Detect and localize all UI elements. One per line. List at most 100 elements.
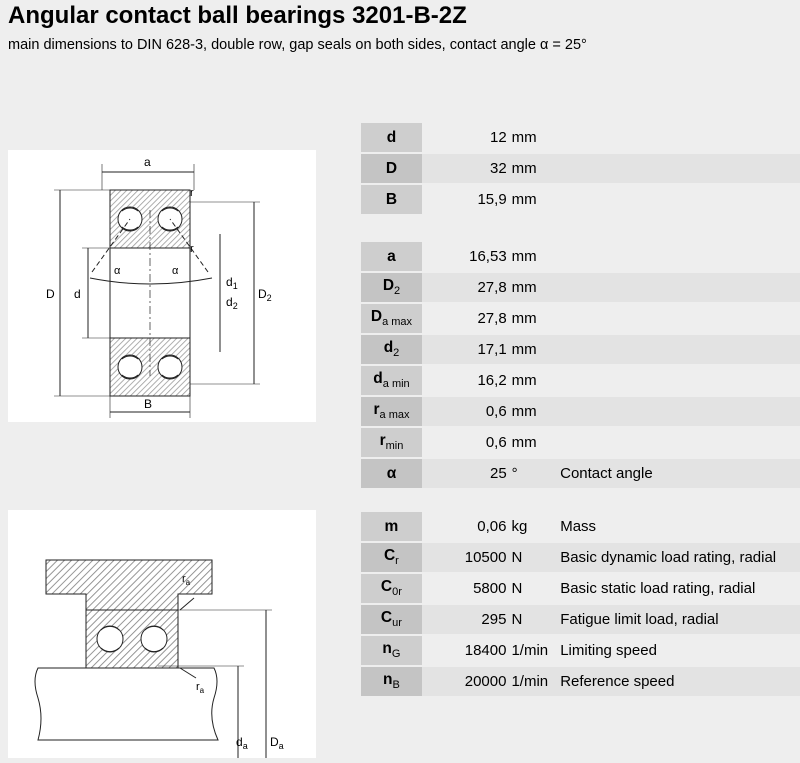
description-cell: [556, 185, 800, 214]
bearing-dimension-drawing: a r r α α D d d1 d2 D2 B: [8, 150, 316, 422]
symbol-subscript: a max: [382, 316, 413, 329]
value-cell: 18400: [464, 642, 507, 659]
description-cell: [556, 242, 800, 271]
symbol-cell: Cur: [361, 605, 422, 634]
description-cell: [556, 397, 800, 426]
symbol: C: [383, 547, 396, 565]
symbol: d: [383, 339, 394, 357]
label-B: B: [144, 397, 152, 411]
value-cell: 295: [421, 605, 512, 634]
symbol-subscript: 0r: [392, 586, 402, 599]
label-d1: d1: [226, 275, 238, 291]
symbol-subscript: B: [392, 679, 400, 692]
label-ra-top: ra: [182, 573, 191, 587]
symbol: n: [382, 640, 392, 658]
label-a: a: [144, 155, 151, 169]
description-cell: Mass: [560, 518, 597, 535]
label-D2: D2: [258, 287, 272, 303]
description-cell: Contact angle: [556, 459, 800, 488]
value-cell: 15,9: [477, 191, 507, 208]
symbol: B: [385, 190, 398, 208]
symbol: d: [373, 370, 383, 388]
value-cell: 12: [489, 129, 507, 146]
symbol: D: [385, 159, 398, 177]
description-cell: [556, 154, 800, 183]
unit-cell: mm: [511, 335, 557, 364]
unit-cell: mm: [511, 154, 557, 183]
symbol-cell: Da max: [361, 304, 422, 333]
description-cell: [556, 335, 800, 364]
value-cell: 16,2: [477, 372, 507, 389]
label-r-mid: r: [190, 243, 194, 255]
symbol-cell: ra max: [361, 397, 422, 426]
symbol: r: [373, 401, 380, 419]
value-cell: 27,8: [477, 310, 507, 327]
symbol-subscript: ur: [392, 617, 402, 630]
description-cell: [556, 123, 800, 152]
symbol-subscript: a max: [379, 409, 410, 422]
symbol-subscript: min: [385, 440, 404, 453]
value-cell: 25: [421, 459, 512, 488]
unit-cell: mm: [511, 273, 557, 302]
symbol-cell: D2: [361, 273, 422, 302]
symbol: n: [382, 671, 393, 689]
unit-cell: mm: [511, 310, 537, 327]
description-cell: [556, 366, 800, 395]
symbol-subscript: G: [391, 648, 401, 661]
description-cell: Basic static load rating, radial: [560, 580, 756, 597]
symbol-subscript: r: [395, 555, 399, 568]
value-cell: 10500: [421, 543, 512, 572]
value-cell: 0,6: [485, 434, 507, 451]
label-d: d: [74, 287, 81, 301]
symbol: C: [380, 578, 393, 596]
unit-cell: mm: [511, 248, 537, 265]
unit-cell: mm: [511, 129, 537, 146]
value-cell: 32: [421, 154, 512, 183]
unit-cell: mm: [511, 397, 557, 426]
symbol: D: [382, 277, 395, 295]
unit-cell: mm: [511, 434, 537, 451]
description-cell: Reference speed: [556, 667, 800, 696]
description-cell: Fatigue limit load, radial: [556, 605, 800, 634]
symbol-cell: da min: [361, 366, 422, 395]
label-alpha-right: α: [172, 265, 179, 277]
value-cell: 0,06: [477, 518, 507, 535]
value-cell: 0,6: [421, 397, 512, 426]
description-cell: Basic dynamic load rating, radial: [556, 543, 800, 572]
label-D: D: [46, 287, 55, 301]
symbol-cell: d: [361, 123, 422, 152]
symbol-subscript: a min: [382, 378, 410, 391]
label-r-top: r: [190, 187, 194, 199]
label-Da: Da: [270, 735, 284, 751]
symbol-cell: nB: [361, 667, 422, 696]
unit-cell: 1/min: [511, 642, 549, 659]
symbol-cell: rmin: [361, 428, 422, 457]
symbol-cell: Cr: [361, 543, 422, 572]
description-cell: [556, 304, 800, 333]
symbol-subscript: 2: [394, 285, 401, 298]
symbol: a: [387, 247, 396, 265]
page-title: Angular contact ball bearings 3201-B-2Z: [8, 2, 467, 29]
symbol: C: [380, 609, 393, 627]
symbol-cell: nG: [361, 636, 422, 665]
label-ra-bottom: ra: [196, 681, 205, 695]
symbol-cell: B: [361, 185, 422, 214]
symbol-cell: D: [361, 154, 422, 183]
unit-cell: N: [511, 580, 523, 597]
